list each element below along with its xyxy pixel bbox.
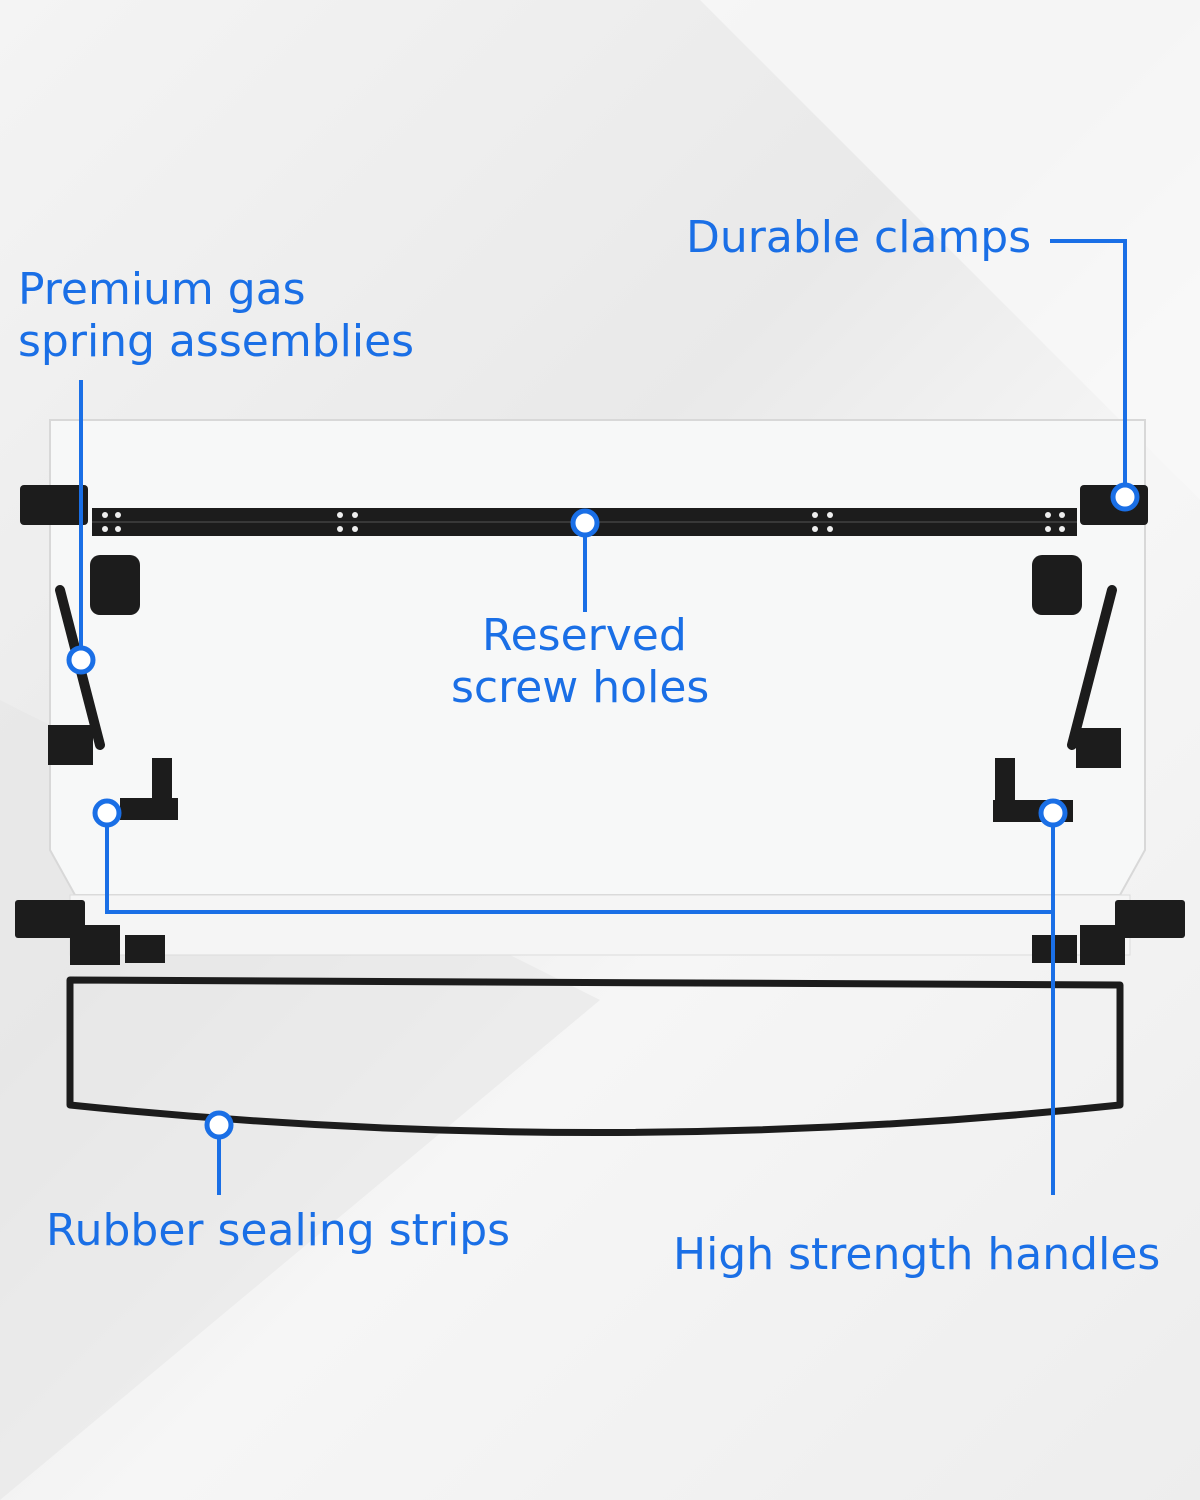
callout-dots — [66, 482, 1140, 1140]
label-screw-holes-1: Reserved — [482, 610, 687, 661]
label-rubber-strips: Rubber sealing strips — [46, 1205, 511, 1256]
label-gas-spring-1: Premium gas — [18, 264, 306, 315]
clamps — [15, 485, 1185, 938]
callout-lines — [79, 239, 1127, 1195]
windshield-glass — [49, 419, 1146, 956]
label-durable-clamps: Durable clamps — [686, 212, 1032, 263]
label-gas-spring-2: spring assemblies — [18, 316, 415, 367]
label-screw-holes-2: screw holes — [451, 662, 710, 713]
label-handles: High strength handles — [673, 1229, 1161, 1280]
